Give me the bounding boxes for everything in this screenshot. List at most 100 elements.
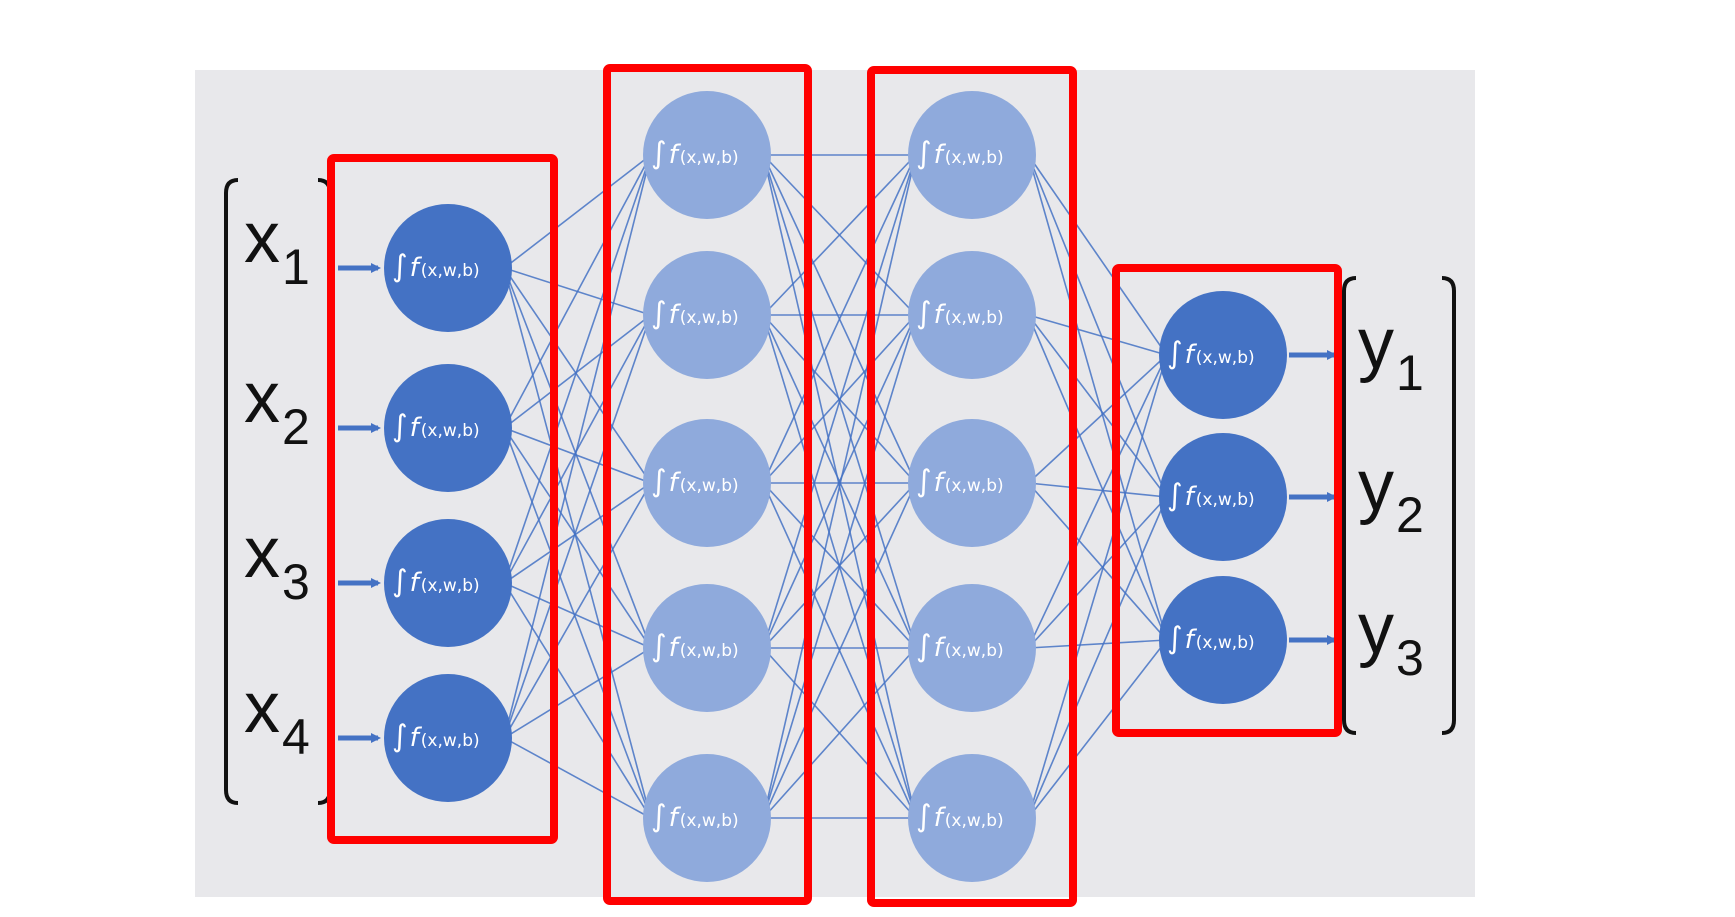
edge-l1-2-3 — [504, 427, 651, 484]
edge-l3-4-2 — [1027, 496, 1168, 649]
edge-l1-4-3 — [503, 482, 652, 739]
activation-function-label: ∫f(x,w,b) — [651, 799, 739, 834]
edge-l3-1-2 — [1027, 154, 1168, 498]
edge-l3-1-1 — [1027, 154, 1168, 356]
edge-l1-3-4 — [503, 582, 652, 649]
edge-l1-1-4 — [503, 267, 652, 649]
layer-highlight-boxes — [327, 64, 1342, 907]
edge-l2-2-1 — [762, 154, 917, 316]
neuron-circle — [643, 754, 771, 882]
hidden-layer-1-node-4: ∫f(x,w,b) — [643, 584, 771, 712]
neuron-circle — [1159, 433, 1287, 561]
io-arrows — [338, 263, 1337, 743]
edge-l1-1-1 — [503, 154, 652, 269]
neuron-circle — [908, 419, 1036, 547]
activation-function-label: ∫f(x,w,b) — [651, 629, 739, 664]
input-layer-node-3: ∫f(x,w,b) — [384, 519, 512, 647]
edge-l1-3-3 — [503, 482, 652, 584]
input-label-x3: x3 — [244, 513, 310, 610]
edge-l2-5-3 — [762, 482, 917, 819]
activation-function-label: ∫f(x,w,b) — [1167, 621, 1255, 656]
edge-l2-3-1 — [762, 154, 917, 484]
neuron-circle — [643, 419, 771, 547]
input-label-x4: x4 — [244, 668, 310, 765]
output-right-bracket — [1441, 276, 1456, 735]
edge-l3-5-3 — [1027, 639, 1168, 819]
neuron-circle — [384, 204, 512, 332]
activation-function-label: ∫f(x,w,b) — [916, 464, 1004, 499]
edge-l1-3-5 — [503, 582, 652, 819]
edge-l2-5-1 — [762, 154, 917, 819]
output-label-y2: y2 — [1358, 446, 1424, 543]
input-label-x1: x1 — [244, 198, 310, 295]
neuron-nodes: ∫f(x,w,b) ∫f(x,w,b) ∫f(x,w,b) ∫f(x,w,b) ∫f(x… — [384, 91, 1287, 882]
neuron-circle — [1159, 291, 1287, 419]
activation-function-label: ∫f(x,w,b) — [392, 249, 480, 284]
connection-edges — [503, 154, 1168, 819]
edge-l3-1-3 — [1027, 154, 1168, 641]
hidden-layer-1-node-5: ∫f(x,w,b) — [643, 754, 771, 882]
neuron-circle — [643, 91, 771, 219]
edge-l1-2-1 — [503, 154, 652, 429]
edge-l3-3-2 — [1028, 482, 1167, 498]
edge-l3-5-1 — [1027, 354, 1168, 819]
edge-l3-2-2 — [1027, 314, 1168, 498]
activation-function-label: ∫f(x,w,b) — [392, 409, 480, 444]
neuron-circle — [908, 584, 1036, 712]
output-vector: y1 y2 y3 — [1342, 276, 1456, 735]
highlight-box-hidden-layer-1 — [603, 64, 812, 905]
output-label-y1: y1 — [1358, 304, 1424, 401]
hidden-layer-2-node-4: ∫f(x,w,b) — [908, 584, 1036, 712]
edge-l1-4-4 — [503, 647, 652, 739]
hidden-layer-2-node-1: ∫f(x,w,b) — [908, 91, 1036, 219]
neuron-circle — [1159, 576, 1287, 704]
activation-function-label: ∫f(x,w,b) — [916, 629, 1004, 664]
edge-l3-3-1 — [1027, 354, 1168, 484]
neuron-circle — [643, 251, 771, 379]
input-vector: x1 x2 x3 x4 — [224, 178, 332, 805]
edge-l1-2-4 — [503, 427, 652, 649]
edge-l1-4-1 — [503, 154, 652, 739]
edge-l1-2-5 — [503, 427, 652, 819]
input-label-x2: x2 — [244, 358, 310, 455]
edge-l1-1-3 — [503, 267, 652, 484]
neuron-circle — [384, 364, 512, 492]
edge-l3-4-1 — [1027, 354, 1168, 649]
edge-l3-3-3 — [1027, 482, 1168, 641]
edge-l1-4-2 — [503, 314, 652, 739]
output-label-y3: y3 — [1358, 589, 1424, 686]
neuron-circle — [643, 584, 771, 712]
highlight-box-output-layer — [1112, 264, 1342, 737]
output-layer-node-3: ∫f(x,w,b) — [1159, 576, 1287, 704]
output-layer-node-2: ∫f(x,w,b) — [1159, 433, 1287, 561]
neuron-circle — [384, 674, 512, 802]
neuron-circle — [908, 754, 1036, 882]
input-layer-node-1: ∫f(x,w,b) — [384, 204, 512, 332]
neuron-circle — [908, 251, 1036, 379]
input-left-bracket — [224, 178, 239, 805]
edge-l1-2-2 — [503, 314, 652, 429]
output-layer-node-1: ∫f(x,w,b) — [1159, 291, 1287, 419]
edge-l2-4-2 — [762, 314, 917, 649]
hidden-layer-2-node-3: ∫f(x,w,b) — [908, 419, 1036, 547]
input-layer-node-4: ∫f(x,w,b) — [384, 674, 512, 802]
edge-l2-4-1 — [762, 154, 917, 649]
hidden-layer-1-node-2: ∫f(x,w,b) — [643, 251, 771, 379]
edge-l3-4-3 — [1028, 639, 1167, 649]
edge-l3-2-1 — [1028, 314, 1167, 356]
edge-l2-5-4 — [762, 647, 917, 819]
hidden-layer-2-node-2: ∫f(x,w,b) — [908, 251, 1036, 379]
hidden-layer-2-node-5: ∫f(x,w,b) — [908, 754, 1036, 882]
edge-l1-4-5 — [503, 737, 652, 819]
edge-l1-3-1 — [503, 154, 652, 584]
neuron-circle — [384, 519, 512, 647]
hidden-layer-1-node-1: ∫f(x,w,b) — [643, 91, 771, 219]
neuron-circle — [908, 91, 1036, 219]
highlight-box-hidden-layer-2 — [867, 66, 1077, 907]
edge-l3-5-2 — [1027, 496, 1168, 819]
input-layer-node-2: ∫f(x,w,b) — [384, 364, 512, 492]
activation-function-label: ∫f(x,w,b) — [651, 464, 739, 499]
output-left-bracket — [1342, 276, 1357, 735]
hidden-layer-1-node-3: ∫f(x,w,b) — [643, 419, 771, 547]
